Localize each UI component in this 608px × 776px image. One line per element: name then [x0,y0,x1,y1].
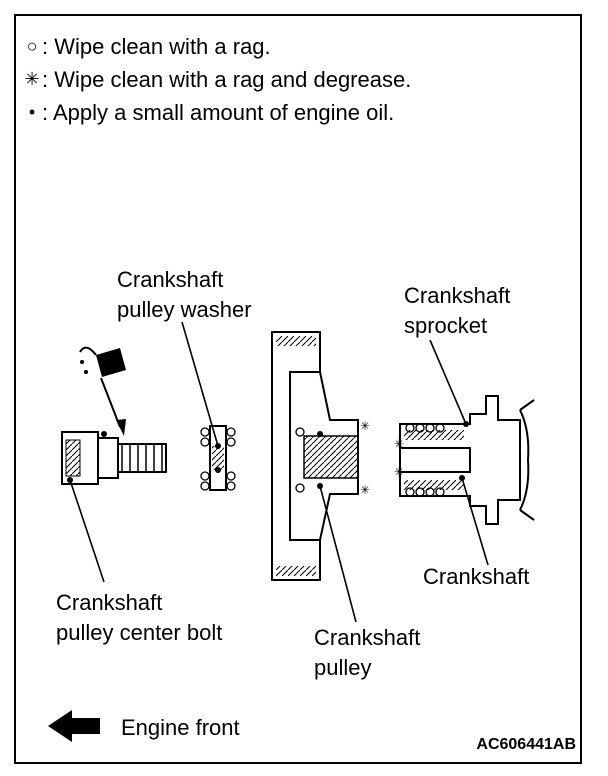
label-sprocket: Crankshaft sprocket [404,281,510,341]
legend-text-wipe: : Wipe clean with a rag. [42,34,271,59]
engine-front-label: Engine front [121,715,240,740]
label-pulley-washer-line1: Crankshaft [117,267,224,292]
label-pulley-line2: pulley [314,655,372,680]
legend-row-wipe: ○ : Wipe clean with a rag. [22,30,411,63]
oil-can-icon [79,346,126,377]
legend-row-degrease: ✳ : Wipe clean with a rag and degrease. [22,63,411,96]
legend-row-oil: • : Apply a small amount of engine oil. [22,96,411,129]
label-center-bolt-line2: pulley center bolt [56,620,223,645]
label-pulley-line1: Crankshaft [314,625,421,650]
label-sprocket-line1: Crankshaft [404,283,511,308]
leader-pulley [319,485,357,623]
leader-washer [181,321,219,447]
label-center-bolt: Crankshaft pulley center bolt [56,588,222,648]
leader-crankshaft [461,477,489,566]
arrow-left-icon [48,710,100,742]
crankshaft-pulley: ✳ ✳ [271,331,370,581]
legend-text-oil: : Apply a small amount of engine oil. [42,100,395,125]
legend: ○ : Wipe clean with a rag. ✳ : Wipe clea… [22,30,411,129]
leader-sprocket [429,339,467,425]
label-pulley: Crankshaft pulley [314,623,420,683]
svg-text:✳: ✳ [360,419,370,433]
oil-arrow [100,377,126,436]
svg-text:✳: ✳ [394,437,404,451]
label-pulley-washer: Crankshaft pulley washer [117,265,252,325]
leader-lines [69,321,489,623]
crankshaft: ✳ ✳ [394,399,535,521]
oil-symbol: • [28,102,36,122]
label-sprocket-line2: sprocket [404,313,488,338]
legend-text-degrease: : Wipe clean with a rag and degrease. [42,67,412,92]
leader-bolt [69,479,105,583]
degrease-symbol: ✳ [24,69,40,89]
label-center-bolt-line1: Crankshaft [56,590,163,615]
wipe-symbol: ○ [26,36,38,56]
svg-text:✳: ✳ [360,483,370,497]
label-pulley-washer-line2: pulley washer [117,297,252,322]
center-bolt [61,431,167,485]
svg-text:✳: ✳ [394,465,404,479]
figure-code: AC606441AB [476,736,576,753]
label-crankshaft: Crankshaft [423,564,530,589]
pulley-washer [200,425,236,491]
